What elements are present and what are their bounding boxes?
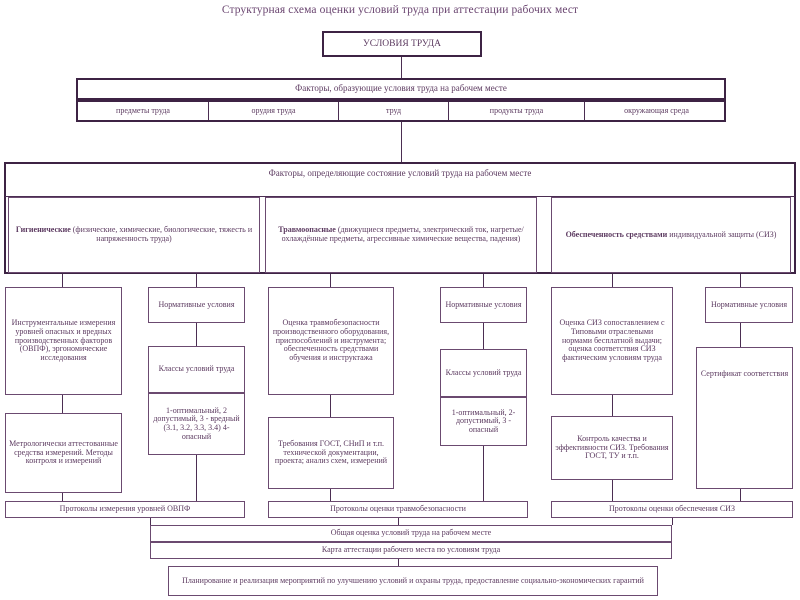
box-trauma-norms: Нормативные условия: [440, 287, 527, 323]
box-ppe-norms: Нормативные условия: [705, 287, 793, 323]
category-box-hygiene: Гигиенические (физические, химические, б…: [8, 197, 260, 273]
connector-col-2: [196, 274, 197, 287]
box-hygiene-method: Инструментальные измерения уровней опасн…: [5, 287, 122, 395]
connector-col-6: [740, 274, 741, 287]
protocol-box-1: Протоколы оценки травмобезопасности: [268, 501, 528, 518]
connector-trauma-docs-to-protocol: [330, 489, 331, 501]
category-box-ppe: Обеспеченность средствами индивидуальной…: [551, 197, 791, 273]
connector-ppe-control-to-protocol: [612, 480, 613, 501]
connector-ppe-certificate-to-protocol: [740, 489, 741, 501]
forming-factor-item-4: окружающая среда: [584, 102, 728, 120]
state-factors-container: [4, 162, 796, 274]
box-hygiene-norms: Нормативные условия: [148, 287, 245, 323]
forming-factors-header: Факторы, образующие условия труда на раб…: [76, 78, 726, 100]
category-ppe-lead: Обеспеченность средствами: [565, 229, 668, 239]
connector-ppe-method-to-control: [612, 395, 613, 416]
forming-factor-item-1: орудия труда: [208, 102, 338, 120]
connector-col-1: [62, 274, 63, 287]
connector-ppe-norms-to-certificate: [740, 323, 741, 347]
forming-factor-item-3: продукты труда: [448, 102, 584, 120]
category-hygiene-lead: Гигиенические: [15, 225, 71, 235]
box-trauma-classes-list: 1-оптимальный, 2-допустимый, 3 - опасный: [440, 397, 527, 446]
box-hygiene-classes-title: Классы условий труда: [148, 346, 245, 393]
connector-hygiene-method-to-tools: [62, 395, 63, 413]
connector-summary-to-final: [398, 559, 399, 566]
connector-protocol-1-to-summary: [398, 518, 399, 525]
protocol-box-2: Протоколы оценки обеспечения СИЗ: [551, 501, 793, 518]
box-ppe-certificate: Сертификат соответствия: [696, 347, 793, 489]
forming-factors-row: предметы труда орудия труда труд продукт…: [76, 100, 726, 122]
connector-root-to-forming: [401, 57, 402, 78]
connector-col-4: [483, 274, 484, 287]
connector-hygiene-norms-to-classes: [196, 323, 197, 346]
box-trauma-method: Оценка травмобезопасности производственн…: [268, 287, 394, 395]
box-ppe-control: Контроль качества и эффективности СИЗ. Т…: [551, 416, 673, 480]
state-factors-header: Факторы, определяющие состояние условий …: [268, 168, 532, 178]
box-ppe-method: Оценка СИЗ сопоставлением с Типовыми отр…: [551, 287, 673, 395]
connector-col-5: [612, 274, 613, 287]
box-trauma-classes-title: Классы условий труда: [440, 349, 527, 397]
category-box-trauma: Травмоопасные (движущиеся предметы, элек…: [265, 197, 537, 273]
state-factors-divider: [5, 196, 795, 197]
connector-trauma-classes-to-protocol: [483, 446, 484, 501]
connector-forming-to-state: [401, 122, 402, 162]
summary-box-0: Общая оценка условий труда на рабочем ме…: [150, 525, 672, 542]
page-title: Структурная схема оценки условий труда п…: [221, 4, 579, 16]
connector-hygiene-classes-to-protocol: [196, 455, 197, 501]
box-hygiene-classes-list: 1-оптимальный, 2 допустимый, 3 - вредный…: [148, 393, 245, 455]
box-ppe-certificate-label: Сертификат соответствия: [700, 369, 789, 378]
connector-col-3: [330, 274, 331, 287]
connector-protocol-2-to-summary: [672, 518, 673, 525]
connector-trauma-method-to-docs: [330, 395, 331, 417]
category-hygiene-rest: (физические, химические, биологические, …: [70, 225, 253, 243]
category-ppe-rest: индивидуальной защиты (СИЗ): [667, 229, 777, 239]
connector-protocol-0-to-summary: [150, 518, 151, 525]
forming-factor-item-0: предметы труда: [116, 105, 170, 115]
connector-trauma-norms-to-classes: [483, 323, 484, 349]
box-hygiene-tools: Метрологически аттестованные средства из…: [5, 413, 122, 493]
summary-box-1: Карта аттестации рабочего места по услов…: [150, 542, 672, 559]
connector-hygiene-tools-to-protocol: [62, 493, 63, 501]
category-trauma-lead: Травмоопасные: [278, 225, 336, 235]
final-box: Планирование и реализация мероприятий по…: [168, 566, 658, 596]
category-trauma-rest: (движущиеся предметы, электрический ток,…: [281, 225, 524, 243]
protocol-box-0: Протоколы измерения уровней ОВПФ: [5, 501, 245, 518]
root-box-working-conditions: УСЛОВИЯ ТРУДА: [322, 31, 482, 57]
box-trauma-docs: Требования ГОСТ, СНиП и т.п. технической…: [268, 417, 394, 489]
forming-factor-item-2: труд: [338, 102, 448, 120]
